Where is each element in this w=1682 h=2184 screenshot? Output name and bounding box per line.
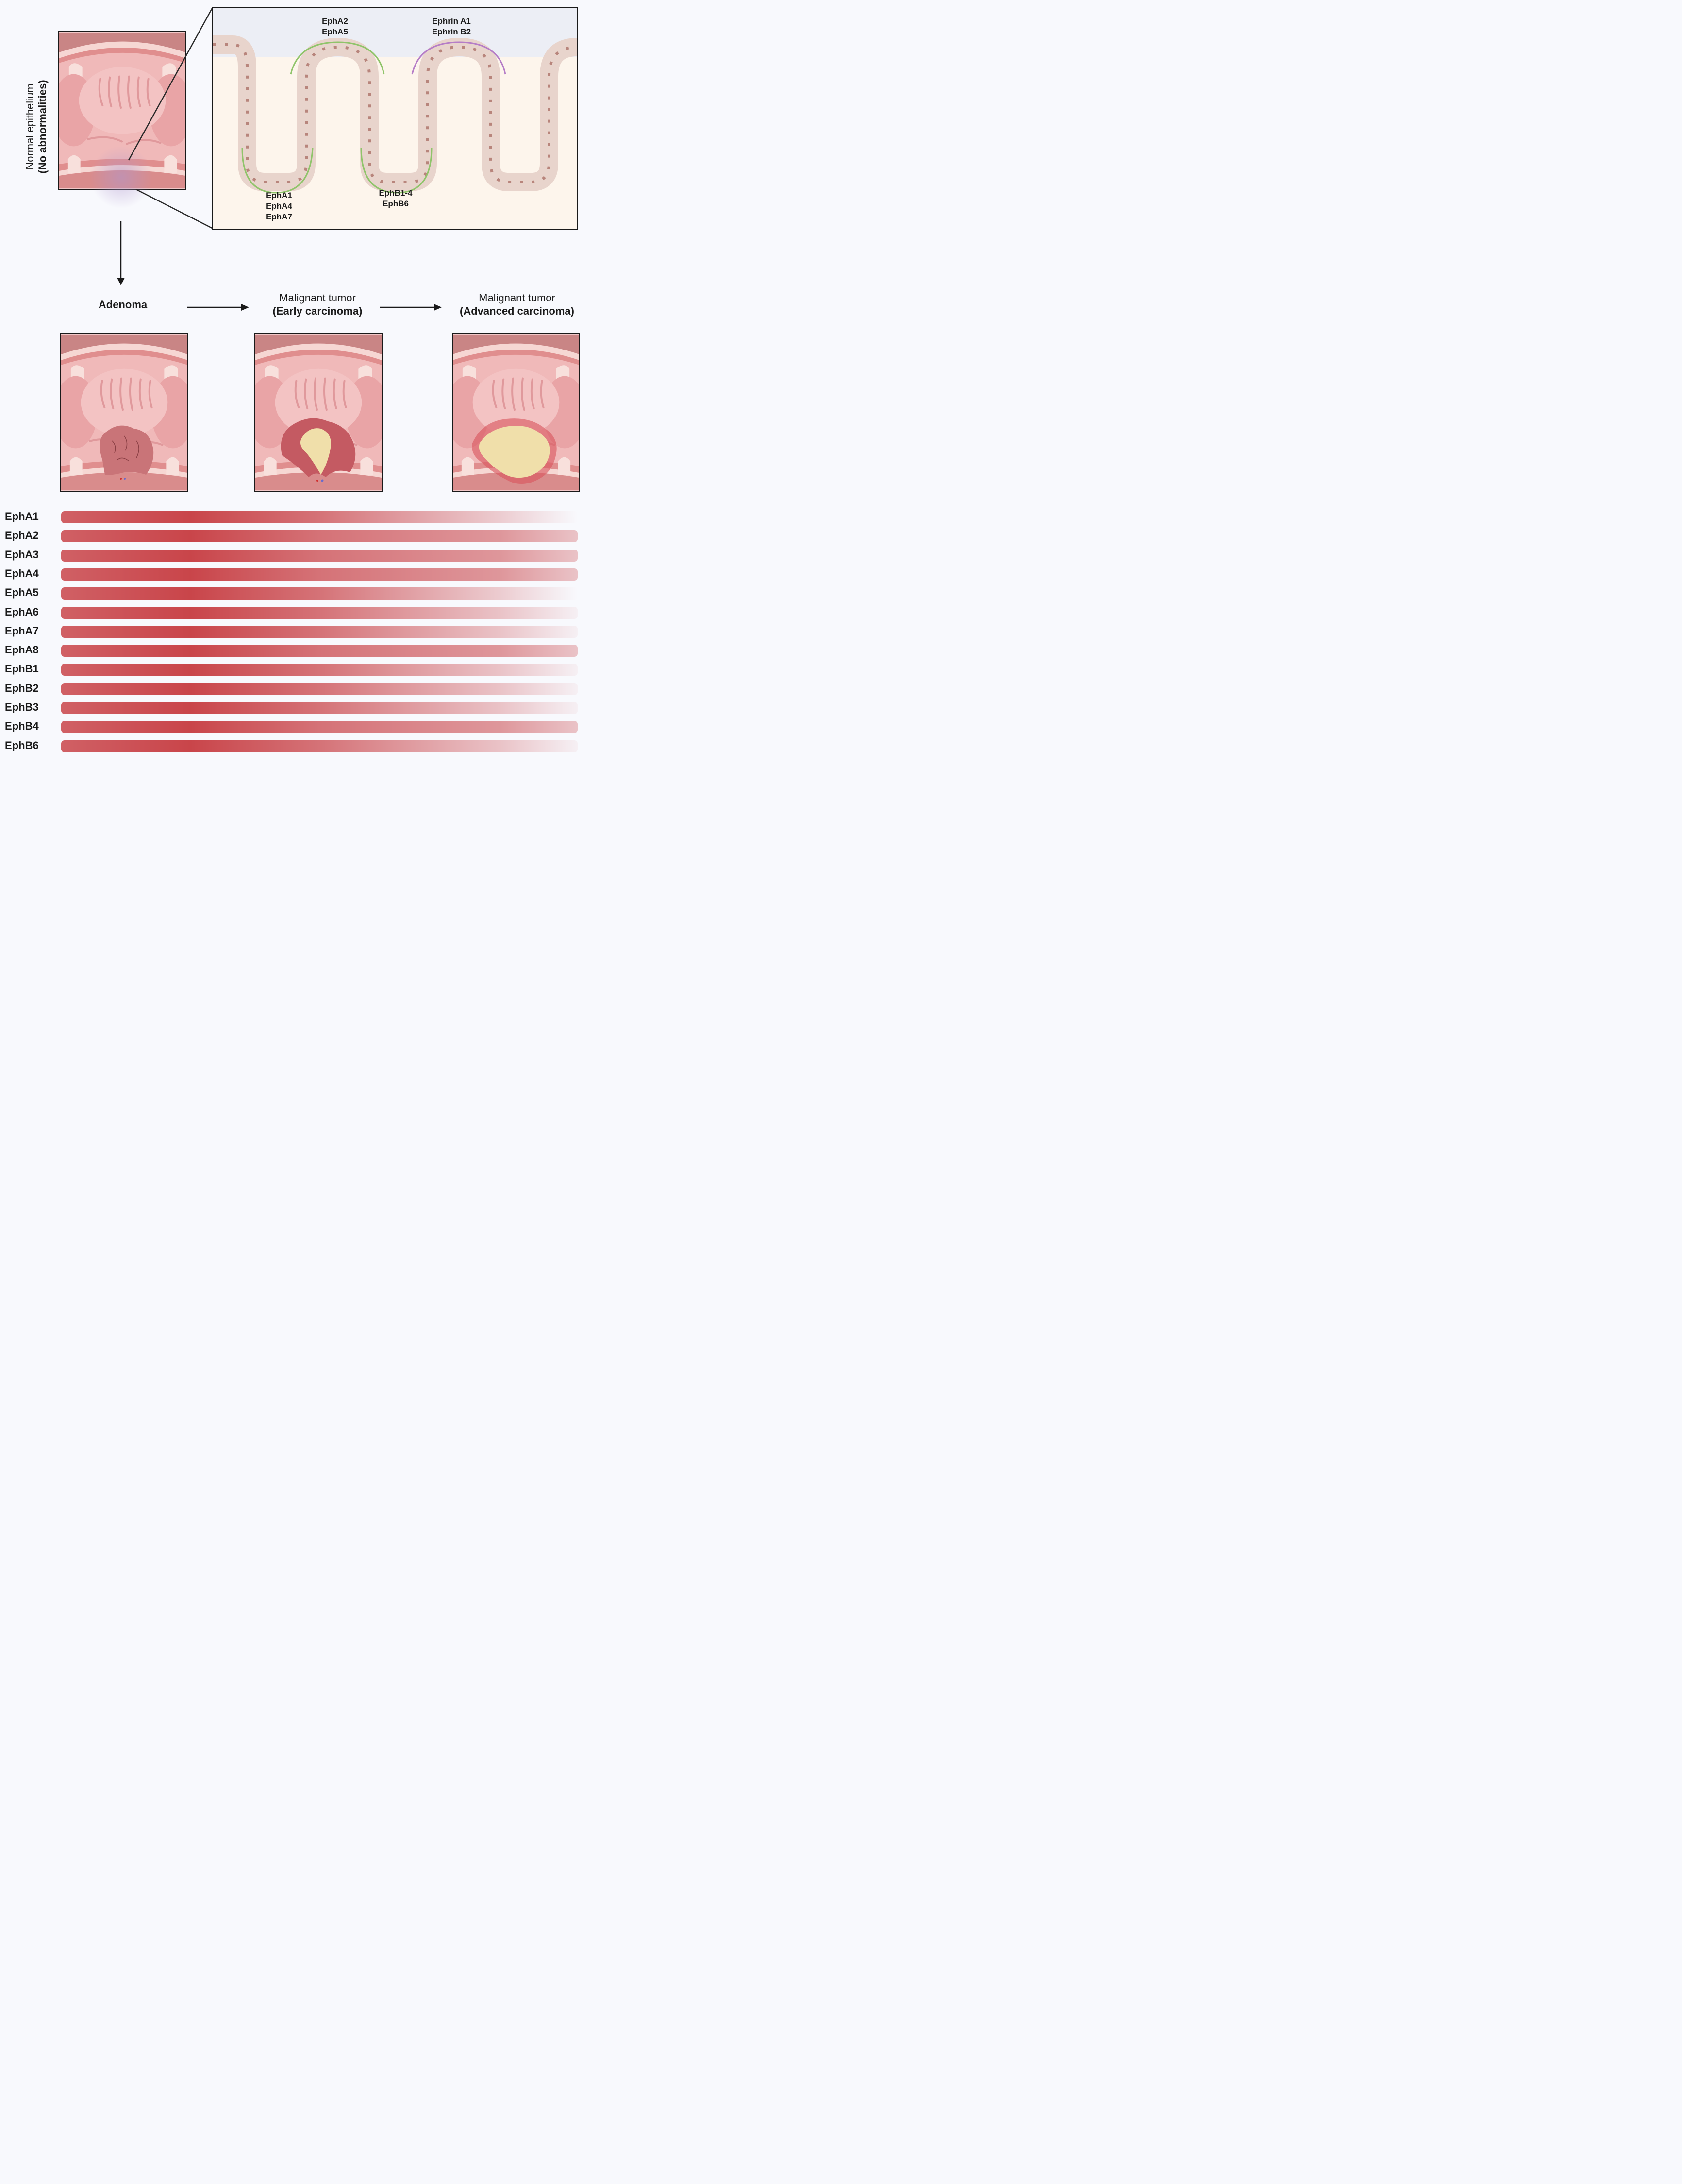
- expression-bar-epha7: [61, 626, 578, 638]
- zoom-connector-lines: [117, 8, 213, 285]
- expression-bar-ephb3: [61, 702, 578, 714]
- expression-bar-ephb6: [61, 740, 578, 752]
- gene-label-epha4: EphA4: [5, 567, 39, 580]
- marker-label-epha2-epha5: EphA2 EphA5: [322, 17, 348, 36]
- gene-label-epha6: EphA6: [5, 606, 39, 618]
- marker-label-ephb: EphB1-4 EphB6: [379, 188, 413, 208]
- gene-label-ephb4: EphB4: [5, 720, 39, 732]
- stage-label-advanced-carcinoma: Malignant tumor (Advanced carcinoma): [460, 292, 574, 317]
- early-carcinoma-panel: [254, 333, 383, 492]
- expression-bar-epha8: [61, 645, 578, 657]
- stage-label-early-carcinoma: Malignant tumor (Early carcinoma): [272, 292, 363, 317]
- gene-label-ephb1: EphB1: [5, 663, 39, 675]
- adenoma-panel: [60, 333, 188, 492]
- magnified-region-highlight: [90, 146, 153, 209]
- gene-label-epha5: EphA5: [5, 586, 39, 599]
- expression-bar-epha2: [61, 530, 578, 542]
- stage-label-adenoma: Adenoma: [98, 299, 148, 311]
- advanced-carcinoma-illustration: [453, 334, 579, 491]
- marker-label-epha1-epha4-epha7: EphA1 EphA4 EphA7: [266, 191, 292, 221]
- expression-bar-ephb2: [61, 683, 578, 695]
- gene-label-epha7: EphA7: [5, 625, 39, 637]
- marker-label-ephrin: Ephrin A1 Ephrin B2: [432, 17, 471, 36]
- progression-arrows: [187, 304, 442, 311]
- gene-label-epha3: EphA3: [5, 549, 39, 561]
- expression-bar-epha1: [61, 511, 578, 523]
- adenoma-illustration: [61, 334, 187, 491]
- gene-label-ephb3: EphB3: [5, 701, 39, 713]
- early-carcinoma-illustration: [255, 334, 382, 491]
- crypt-inset: [212, 7, 578, 230]
- crypt-epithelium-illustration: [213, 8, 577, 194]
- expression-bar-epha4: [61, 568, 578, 581]
- gene-label-epha8: EphA8: [5, 644, 39, 656]
- expression-bar-ephb1: [61, 664, 578, 676]
- advanced-carcinoma-panel: [452, 333, 580, 492]
- gene-label-ephb6: EphB6: [5, 739, 39, 751]
- gene-label-epha2: EphA2: [5, 529, 39, 541]
- expression-bar-epha3: [61, 550, 578, 562]
- gene-label-ephb2: EphB2: [5, 682, 39, 694]
- expression-bar-ephb4: [61, 721, 578, 733]
- expression-bar-epha5: [61, 587, 578, 600]
- expression-bar-epha6: [61, 607, 578, 619]
- gene-label-epha1: EphA1: [5, 510, 39, 522]
